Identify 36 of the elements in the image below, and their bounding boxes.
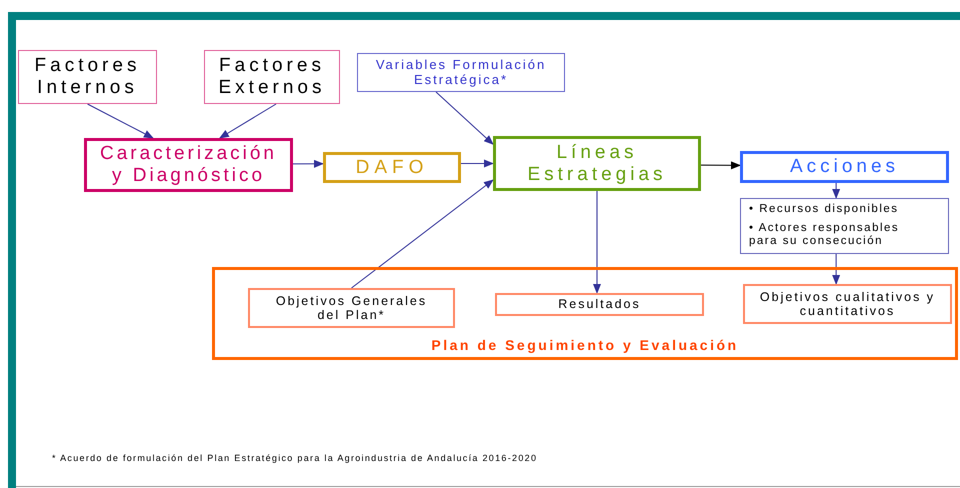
resources-box: [740, 198, 949, 254]
actions-box: [740, 151, 949, 183]
arrow: [832, 182, 840, 199]
box-label: Objetivos cualitativos y cuantitativos: [758, 290, 936, 318]
box-label: Acciones: [790, 156, 900, 178]
arrow: [219, 104, 277, 139]
box-label: Caracterización y Diagnóstico: [99, 143, 278, 187]
arrow: [593, 190, 601, 294]
box-label: Variables Formulación Estratégica*: [374, 58, 548, 88]
objective-box: [248, 288, 455, 328]
bullet-item: • Recursos disponibles: [748, 203, 900, 217]
panel-title: Plan de Seguimiento y Evaluación: [430, 336, 740, 353]
objective-box: [495, 293, 704, 316]
arrow: [436, 92, 494, 145]
factor-box: [18, 50, 157, 104]
factor-box: [204, 50, 340, 104]
arrow: [292, 160, 324, 168]
box-label: DAFO: [356, 156, 428, 178]
box-label: Objetivos Generales del Plan*: [274, 294, 428, 322]
plan-panel: [212, 267, 958, 360]
arrow: [700, 161, 741, 170]
box-label: Factores Internos: [34, 55, 142, 99]
arrow: [832, 254, 840, 285]
box-label: Resultados: [558, 297, 641, 312]
footnote: * Acuerdo de formulación del Plan Estratégico para la Agroindustria de Andalucía 2016-2020: [52, 453, 538, 463]
arrow: [87, 104, 154, 138]
process-box: [84, 138, 293, 192]
strategy-box: [493, 136, 701, 191]
bullet-item: • Actores responsables para su consecución: [748, 222, 900, 249]
box-label: Factores Externos: [218, 55, 326, 99]
arrow: [351, 179, 494, 288]
variables-box: [357, 53, 565, 92]
objective-box: [743, 284, 952, 324]
dafo-box: [323, 152, 461, 183]
box-label: Líneas Estrategias: [526, 142, 668, 186]
arrow: [460, 160, 494, 168]
